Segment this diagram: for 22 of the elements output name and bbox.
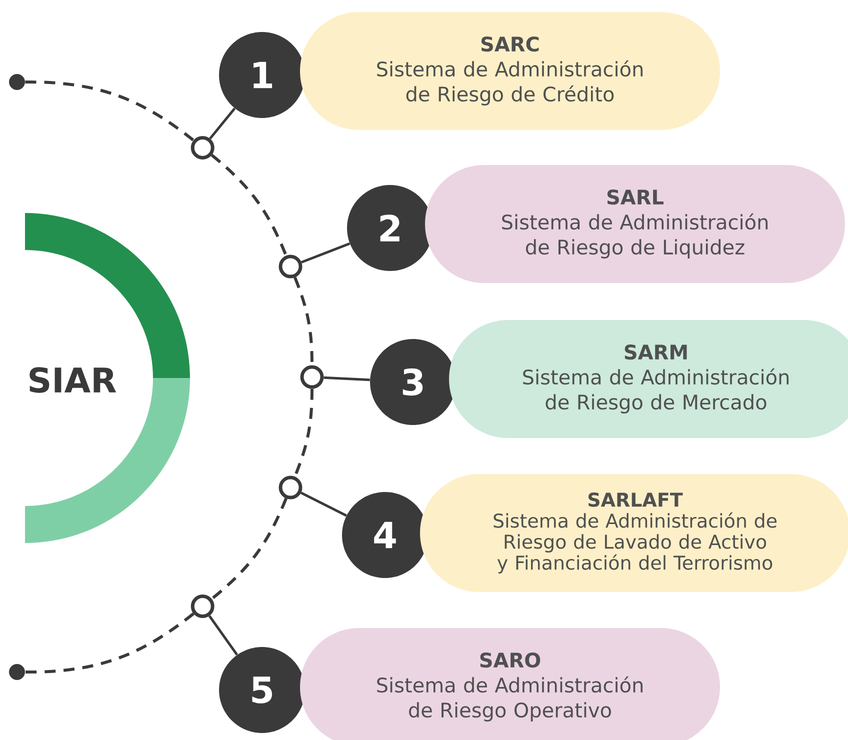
ring-marker (190, 594, 214, 618)
pill-box: SARC Sistema de Administración de Riesgo de Crédito (300, 12, 720, 130)
title-text: SIAR (30, 367, 116, 393)
connector-line (300, 492, 347, 517)
arc-segment (25, 612, 194, 674)
arc-segment (25, 80, 194, 142)
connector-line (209, 108, 236, 140)
arc-segment (210, 498, 288, 600)
ring-marker (278, 254, 302, 278)
pill-box: SARLAFT Sistema de Administración de Riesgo de Lavado de Activo y Financiación del Terrorismo (420, 474, 848, 592)
connector-line (301, 242, 350, 264)
ring-marker (278, 476, 302, 500)
ring-marker (190, 136, 214, 160)
pill-box: SARM Sistema de Administración de Riesgo de Mercado (449, 320, 848, 438)
dot (9, 74, 25, 90)
pill-box: SARL Sistema de Administración de Riesgo de Liquidez (425, 165, 845, 283)
connector-line (324, 376, 370, 382)
pill-box: SARO Sistema de Administración de Riesgo Operativo (300, 628, 720, 740)
dot (9, 664, 25, 680)
ring-marker (300, 365, 324, 389)
arc-segment (210, 154, 288, 256)
connector-line (208, 615, 238, 656)
